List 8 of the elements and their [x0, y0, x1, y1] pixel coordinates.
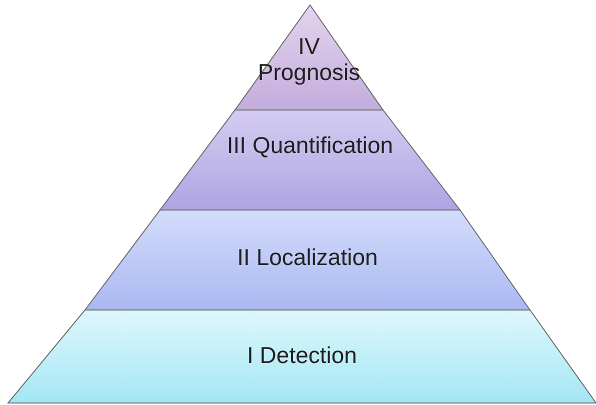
pyramid-tier — [8, 310, 596, 403]
tier-label: II Localization — [236, 244, 379, 270]
tier-label: I Detection — [246, 342, 358, 368]
tier-label: IV Prognosis — [256, 33, 362, 86]
pyramid-tier — [235, 5, 383, 110]
tier-label: III Quantification — [226, 132, 394, 158]
pyramid-tier — [85, 210, 530, 310]
pyramid-tier — [160, 110, 460, 210]
